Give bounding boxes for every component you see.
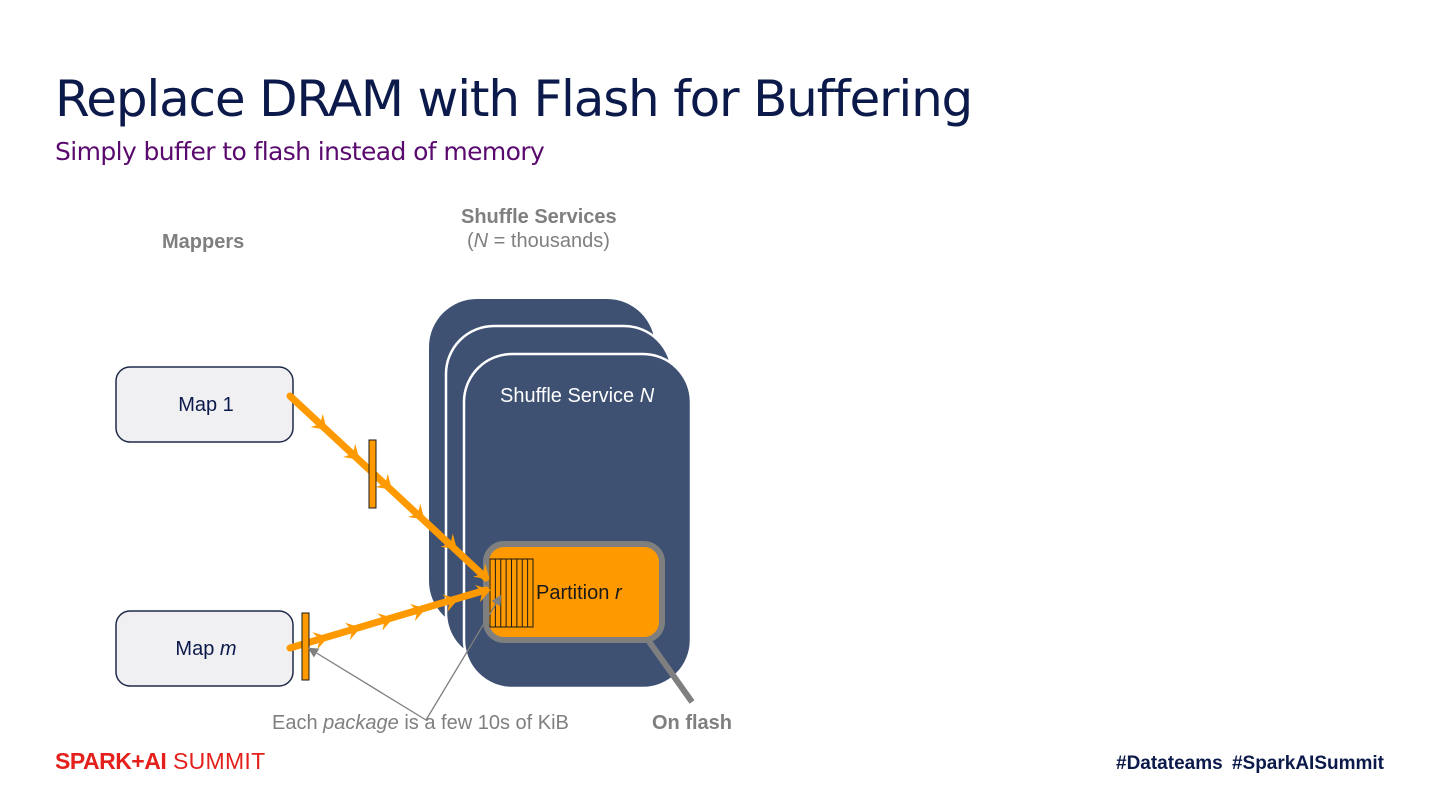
mapper-label-m-text: Map <box>175 638 219 660</box>
flow-chevron-map1 <box>440 533 458 550</box>
package-size-note: Each package is a few 10s of KiB <box>272 712 569 735</box>
shuffle-service-label-text: Shuffle Service <box>500 385 640 407</box>
mapper-label-1: Map 1 <box>178 394 234 416</box>
mapper-label-m: Map m <box>175 638 236 660</box>
package-annotation-line-right <box>425 594 502 721</box>
mappers-heading: Mappers <box>162 231 245 253</box>
package-note-pre: Each <box>272 712 324 734</box>
shuffle-service-label: Shuffle Service N <box>500 385 655 407</box>
partition-label: Partition r <box>536 582 623 604</box>
shuffle-service-label-var: N <box>640 385 655 407</box>
flow-chevron-map1 <box>408 503 425 520</box>
mapper-label-m-var: m <box>220 638 237 660</box>
partition-label-var: r <box>615 582 623 604</box>
partition-label-text: Partition <box>536 582 615 604</box>
footer-hashtags: #Datateams #SparkAISummit <box>1116 753 1384 774</box>
flow-chevron-mapm <box>474 584 491 603</box>
mapper-box-1 <box>115 366 294 443</box>
package-note-post: is a few 10s of KiB <box>398 712 569 734</box>
shuffle-services-subheading: (N = thousands) <box>467 230 610 253</box>
flow-arrow-mapm <box>286 584 491 652</box>
package-in-flight-mapm <box>301 612 310 681</box>
on-flash-connector <box>645 638 695 704</box>
package-note-italic: package <box>323 712 399 734</box>
flow-chevron-mapm <box>377 613 394 631</box>
mapper-label-1-text: Map <box>178 394 222 416</box>
flow-chevron-mapm <box>344 622 361 641</box>
flow-arrow-map1 <box>286 392 490 582</box>
shuffle-services-heading: Shuffle Services <box>461 206 617 228</box>
flow-chevron-mapm <box>409 603 426 622</box>
slide-subtitle: Simply buffer to flash instead of memory <box>55 137 545 166</box>
package-in-flight-map1 <box>368 439 377 509</box>
subheading-rest: = thousands) <box>488 230 610 252</box>
flow-chevron-map1 <box>375 473 392 490</box>
logo-light: SUMMIT <box>166 748 266 774</box>
flow-chevron-mapm <box>442 594 459 612</box>
flow-chevron-map1 <box>343 443 360 460</box>
spark-ai-summit-logo: SPARK+AI SUMMIT <box>55 748 265 775</box>
slide-title: Replace DRAM with Flash for Buffering <box>55 70 973 128</box>
subheading-var: N <box>473 230 489 252</box>
flow-chevron-map1 <box>473 563 490 580</box>
subheading-open: ( <box>467 230 474 252</box>
flow-chevron-map1 <box>310 413 327 430</box>
logo-bold: SPARK+AI <box>55 748 167 774</box>
on-flash-label: On flash <box>652 712 733 734</box>
mapper-label-1-var: 1 <box>223 394 234 416</box>
flow-chevron-mapm <box>312 632 329 650</box>
package-stack <box>489 558 534 628</box>
package-annotation-line-left <box>307 647 427 721</box>
